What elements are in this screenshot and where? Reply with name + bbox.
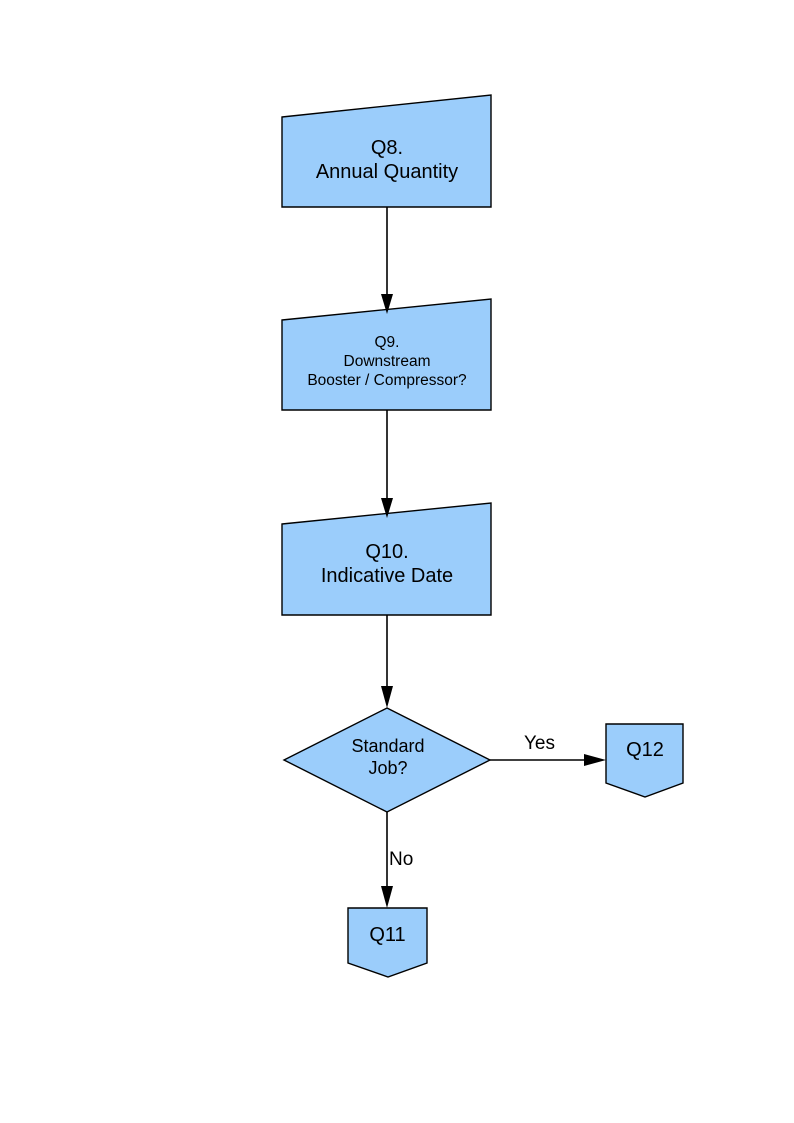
arrowhead-q10-to-decision <box>381 686 393 708</box>
edge-label-yes: Yes <box>524 733 555 754</box>
node-q8[interactable] <box>281 94 492 208</box>
edge-label-no: No <box>389 849 414 870</box>
node-q10[interactable] <box>281 502 492 616</box>
node-decision-standard-job[interactable] <box>282 707 492 813</box>
node-q12[interactable] <box>605 723 684 798</box>
node-q11[interactable] <box>347 907 428 978</box>
arrowhead-q8-to-q9 <box>381 294 393 314</box>
node-q9[interactable] <box>281 298 492 411</box>
arrowhead-decision-yes-to-q12 <box>584 754 606 766</box>
arrowhead-decision-no-to-q11 <box>381 886 393 908</box>
arrowhead-q9-to-q10 <box>381 498 393 518</box>
